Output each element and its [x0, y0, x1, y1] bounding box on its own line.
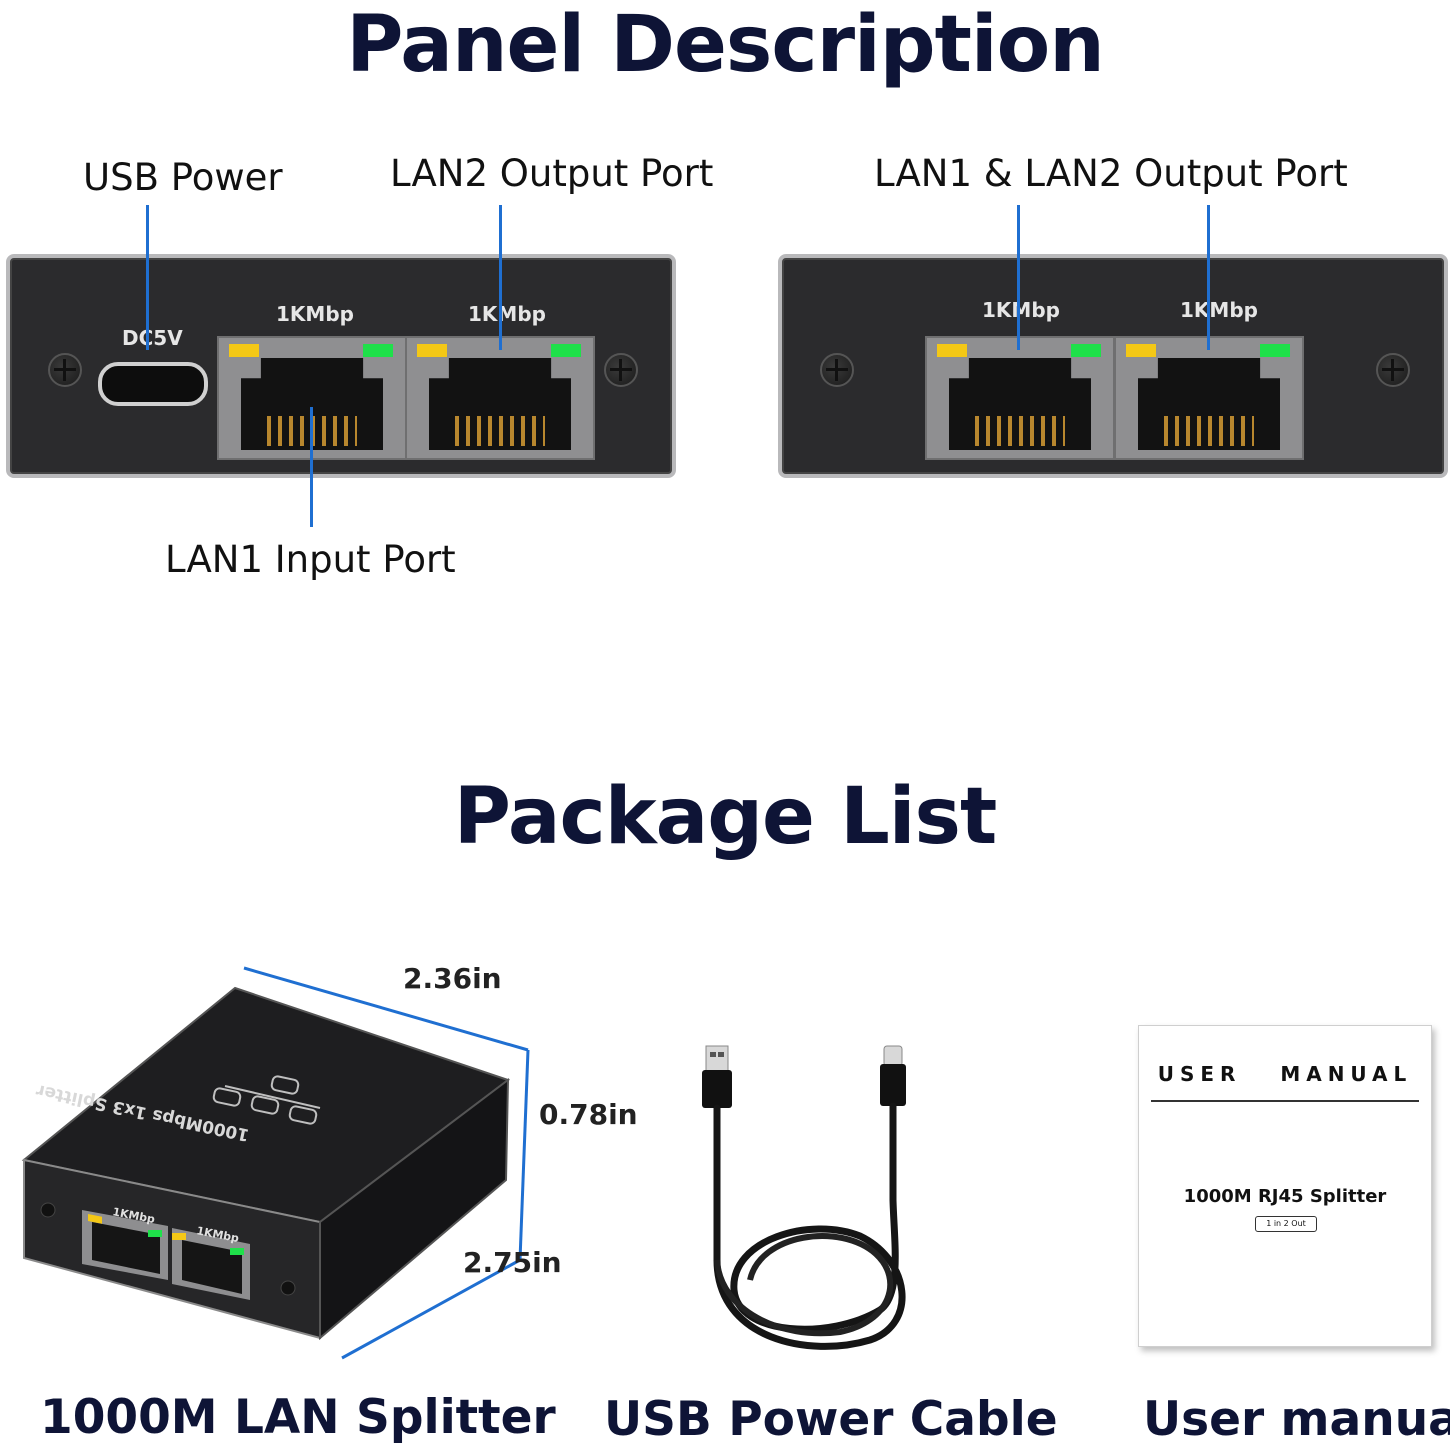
- lan-splitter-device: 1000Mbps 1x3 Splitter 1KMbp 1KMbp: [21, 966, 530, 1360]
- dimension-width: 2.36in: [403, 962, 502, 995]
- link-led: [551, 344, 581, 357]
- leader-line: [499, 205, 502, 350]
- port-speed-label: 1KMbp: [982, 298, 1060, 322]
- dimension-height: 0.78in: [539, 1098, 638, 1131]
- usb-c-port: [98, 362, 208, 406]
- activity-led: [1126, 344, 1156, 357]
- lan2-output-port: [1114, 336, 1304, 460]
- activity-led: [417, 344, 447, 357]
- callout-lan1-lan2-output: LAN1 & LAN2 Output Port: [874, 152, 1348, 195]
- activity-led: [937, 344, 967, 357]
- screw-icon: [604, 353, 638, 387]
- link-led: [1260, 344, 1290, 357]
- caption-usb-cable: USB Power Cable: [604, 1392, 1058, 1447]
- activity-led: [229, 344, 259, 357]
- manual-product-name: 1000M RJ45 Splitter: [1183, 1186, 1387, 1207]
- panel-description-title: Panel Description: [346, 0, 1105, 90]
- lan1-output-port: [925, 336, 1115, 460]
- caption-lan-splitter: 1000M LAN Splitter: [40, 1390, 556, 1445]
- leader-line: [310, 407, 313, 527]
- lan1-input-port: [217, 336, 407, 460]
- network-topology-icon: [212, 1075, 321, 1125]
- leader-line: [146, 205, 149, 350]
- screw-icon: [820, 353, 854, 387]
- left-front-panel: DC5V 1KMbp 1KMbp: [6, 254, 676, 478]
- manual-divider: [1151, 1100, 1419, 1102]
- caption-user-manual: User manual: [1143, 1392, 1450, 1447]
- port-speed-label: 1KMbp: [468, 302, 546, 326]
- screw-icon: [48, 353, 82, 387]
- callout-lan2-output: LAN2 Output Port: [390, 152, 714, 195]
- callout-lan1-input: LAN1 Input Port: [165, 538, 456, 581]
- port-speed-label: 1KMbp: [276, 302, 354, 326]
- manual-badge: 1 in 2 Out: [1255, 1216, 1317, 1232]
- lan2-output-port: [405, 336, 595, 460]
- package-list-title: Package List: [453, 772, 998, 862]
- leader-line: [1207, 205, 1210, 350]
- usb-power-cable: [702, 1045, 906, 1350]
- screw-icon: [1376, 353, 1410, 387]
- device-port: [172, 1228, 250, 1300]
- leader-line: [1017, 205, 1020, 350]
- dimension-depth: 2.75in: [463, 1246, 562, 1279]
- user-manual-booklet: USER MANUAL 1000M RJ45 Splitter 1 in 2 O…: [1138, 1025, 1432, 1347]
- device-port: [82, 1210, 168, 1280]
- port-speed-label: 1KMbp: [1180, 298, 1258, 322]
- link-led: [363, 344, 393, 357]
- callout-usb-power: USB Power: [83, 156, 283, 199]
- right-front-panel: 1KMbp 1KMbp: [778, 254, 1448, 478]
- manual-header: USER MANUAL: [1157, 1062, 1413, 1086]
- power-label: DC5V: [122, 326, 183, 350]
- link-led: [1071, 344, 1101, 357]
